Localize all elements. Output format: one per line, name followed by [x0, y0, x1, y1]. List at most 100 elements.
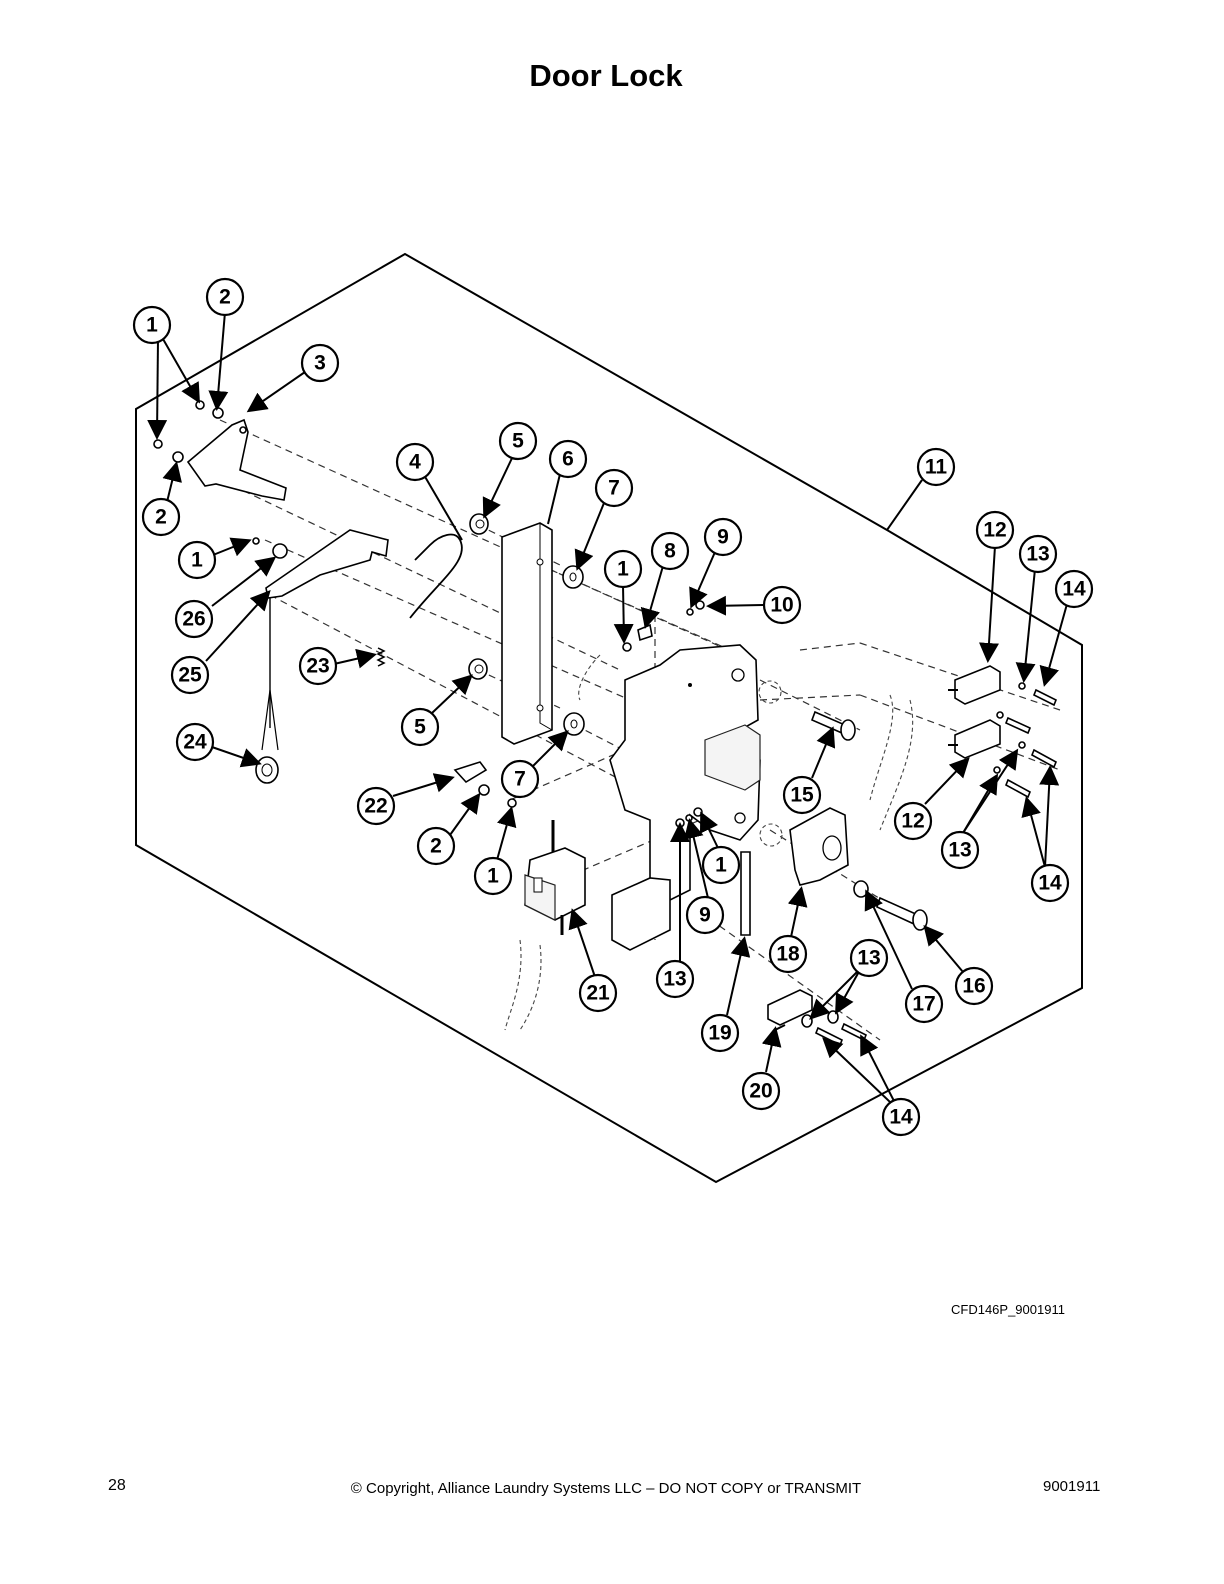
svg-text:1: 1 [715, 854, 727, 877]
washer-small-part [686, 608, 694, 616]
callout-12: 12 [893, 801, 933, 841]
svg-text:7: 7 [608, 477, 620, 500]
long-bolt-part [876, 896, 928, 931]
callout-3: 3 [300, 343, 340, 383]
svg-text:13: 13 [1026, 543, 1049, 566]
callout-13: 13 [849, 938, 889, 978]
small-switch-part [767, 989, 868, 1047]
svg-text:7: 7 [514, 768, 526, 791]
svg-text:2: 2 [430, 835, 442, 858]
screw-part [252, 537, 260, 545]
block-bar-part [501, 522, 553, 745]
svg-text:3: 3 [314, 352, 326, 375]
bushing-parts [468, 513, 489, 680]
washer-part [478, 784, 490, 796]
svg-text:21: 21 [586, 982, 610, 1005]
callout-21: 21 [578, 973, 618, 1013]
callout-7: 7 [594, 468, 634, 508]
callout-4: 4 [395, 442, 435, 482]
callout-16: 16 [954, 966, 994, 1006]
svg-text:13: 13 [663, 968, 686, 991]
latch-block-part [704, 724, 761, 791]
callout-8: 8 [650, 531, 690, 571]
svg-text:14: 14 [889, 1106, 913, 1129]
svg-text:24: 24 [183, 731, 207, 754]
svg-text:2: 2 [155, 506, 167, 529]
callout-14: 14 [881, 1097, 921, 1137]
svg-text:11: 11 [925, 456, 948, 479]
assembly-box-outline [135, 252, 1083, 1184]
svg-text:25: 25 [178, 664, 202, 687]
svg-text:18: 18 [776, 943, 800, 966]
copyright-notice: © Copyright, Alliance Laundry Systems LL… [350, 1480, 862, 1497]
mounting-plate-part [609, 644, 761, 906]
solenoid-part [524, 820, 586, 935]
svg-text:12: 12 [983, 519, 1006, 542]
callout-25: 25 [170, 655, 210, 695]
callout-26: 26 [174, 599, 214, 639]
svg-text:23: 23 [306, 655, 329, 678]
page-title: Door Lock [529, 58, 683, 93]
callout-11: 11 [916, 447, 956, 487]
callout-2: 2 [141, 497, 181, 537]
svg-text:9: 9 [717, 526, 729, 549]
callout-17: 17 [904, 984, 944, 1024]
callout-13: 13 [1018, 534, 1058, 574]
callout-22: 22 [356, 786, 396, 826]
callout-1: 1 [701, 845, 741, 885]
svg-text:12: 12 [901, 810, 924, 833]
wire-harness-ghost [504, 939, 542, 1031]
callout-1: 1 [473, 856, 513, 896]
upper-lever-part [186, 418, 287, 501]
callout-19: 19 [700, 1013, 740, 1053]
page-number: 28 [108, 1477, 126, 1494]
drawing-code: CFD146P_9001911 [951, 1302, 1065, 1317]
svg-text:4: 4 [409, 451, 421, 474]
switch-wires-ghost [869, 694, 914, 831]
callout-7: 7 [500, 759, 540, 799]
switch-hardware-right [993, 682, 1058, 799]
svg-text:17: 17 [912, 993, 935, 1016]
svg-text:14: 14 [1062, 578, 1086, 601]
svg-text:8: 8 [664, 540, 676, 563]
svg-text:1: 1 [487, 865, 499, 888]
callout-23: 23 [298, 646, 338, 686]
washer-parts [562, 565, 585, 736]
lower-lever-part [265, 529, 389, 599]
callout-10: 10 [762, 585, 802, 625]
callout-18: 18 [768, 934, 808, 974]
screw-part [622, 642, 632, 652]
svg-text:1: 1 [146, 314, 158, 337]
svg-text:6: 6 [562, 448, 574, 471]
bolt-part [810, 710, 856, 741]
callout-13: 13 [655, 959, 695, 999]
roller-part [272, 543, 288, 559]
svg-text:20: 20 [749, 1080, 772, 1103]
gear-ghost [758, 680, 782, 704]
svg-text:15: 15 [790, 784, 814, 807]
callout-20: 20 [741, 1071, 781, 1111]
wire-ghost [578, 654, 601, 701]
svg-text:14: 14 [1038, 872, 1062, 895]
leader-lines [147, 311, 1068, 1104]
callout-14: 14 [1054, 569, 1094, 609]
svg-text:19: 19 [708, 1022, 731, 1045]
wire-spring-part [409, 533, 463, 619]
clip-part [637, 623, 653, 642]
tab-clip-part [453, 761, 488, 784]
callout-24: 24 [175, 722, 215, 762]
callout-5: 5 [498, 421, 538, 461]
washer-part [853, 880, 869, 898]
callout-1: 1 [132, 305, 172, 345]
lower-bracket-part [611, 877, 671, 951]
svg-text:9: 9 [699, 904, 711, 927]
callout-2: 2 [416, 826, 456, 866]
microswitch-lower-part [948, 719, 1001, 759]
callout-13: 13 [940, 830, 980, 870]
document-number: 9001911 [1043, 1478, 1101, 1495]
callout-6: 6 [548, 439, 588, 479]
svg-text:10: 10 [770, 594, 793, 617]
svg-text:16: 16 [962, 975, 985, 998]
callout-9: 9 [685, 895, 725, 935]
screw-part [507, 798, 517, 808]
